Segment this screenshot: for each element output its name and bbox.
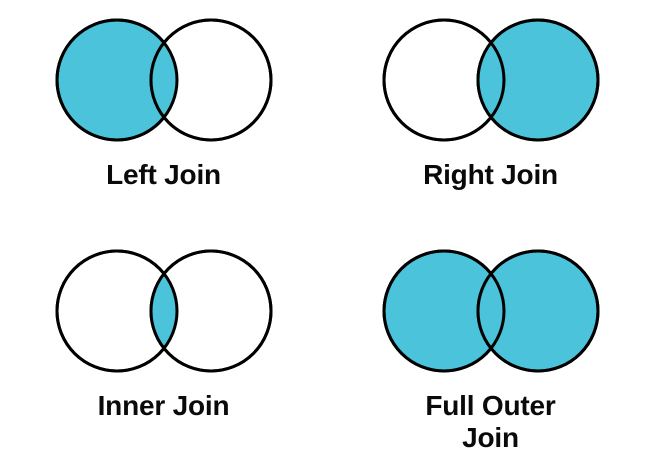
right-circle-outline [149,249,272,373]
venn-right-join [382,18,599,142]
left-circle-outline [55,249,178,373]
venn-shapes-inner-join [55,249,272,373]
venn-left-join [55,18,272,142]
diagram-card-inner-join: Inner Join [0,228,327,474]
venn-shapes-left-join [55,18,272,142]
diagram-label-full-outer-join: Full Outer Join [425,390,556,454]
diagram-card-left-join: Left Join [0,0,327,228]
diagram-label-inner-join: Inner Join [97,390,230,421]
diagram-label-right-join: Right Join [423,159,558,190]
venn-inner-join [55,249,272,373]
right-circle-outline [476,249,599,373]
diagram-card-right-join: Right Join [327,0,654,228]
right-circle-outline [476,18,599,142]
venn-full-outer-join [382,249,599,373]
left-circle-outline [55,18,178,142]
venn-shapes-right-join [382,18,599,142]
left-circle-outline [382,18,505,142]
venn-shapes-full-outer-join [382,249,599,373]
diagram-card-full-outer-join: Full Outer Join [327,228,654,474]
right-circle-outline [149,18,272,142]
diagram-label-left-join: Left Join [106,159,221,190]
left-circle-outline [382,249,505,373]
